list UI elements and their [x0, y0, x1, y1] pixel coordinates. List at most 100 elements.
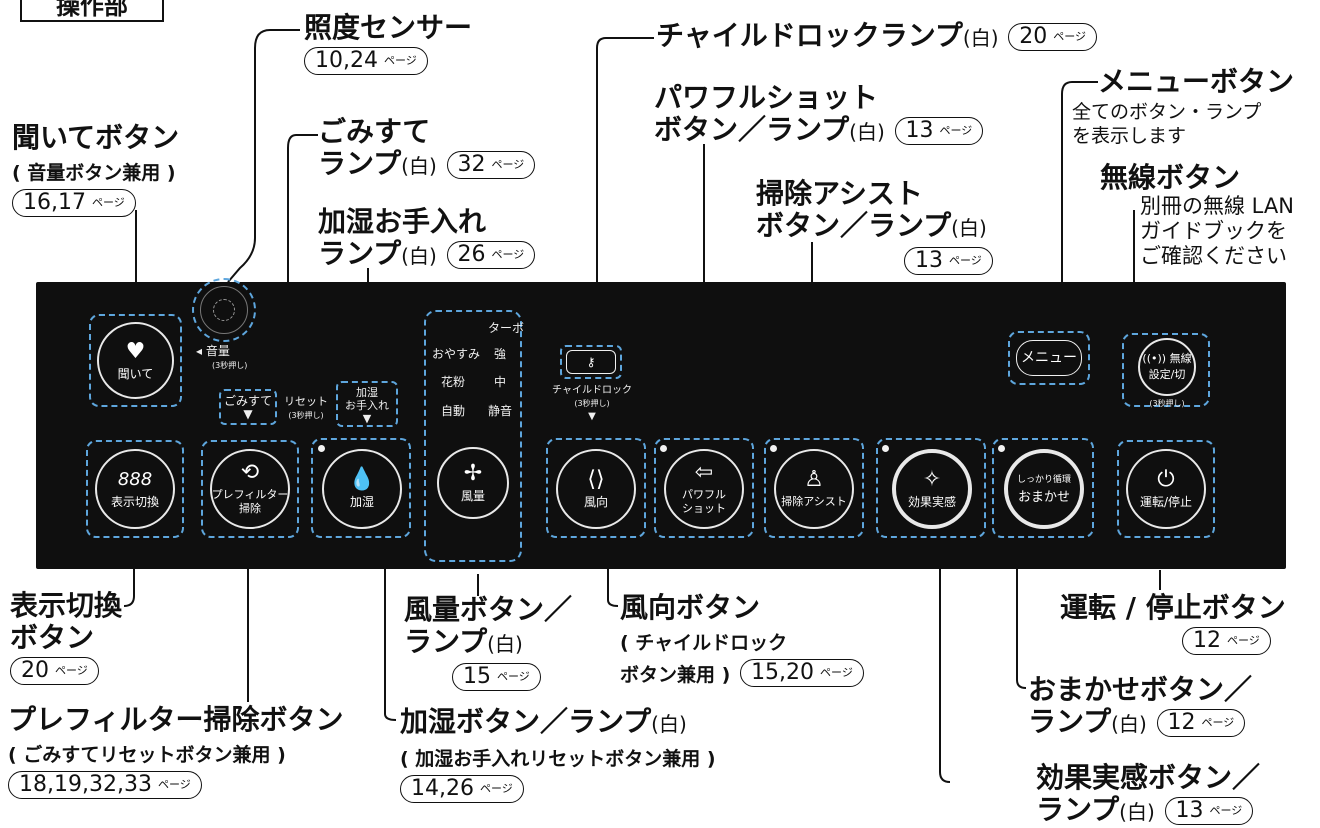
powerful-shot-button[interactable]: ⇦ パワフル ショット	[664, 449, 744, 529]
fan-mode-pollen: 花粉	[441, 375, 466, 389]
digits-icon: 888	[117, 469, 153, 490]
menu-button[interactable]: メニュー	[1016, 340, 1082, 376]
humidify-lamp	[318, 445, 325, 452]
effect-button[interactable]: ✧ 効果実感	[892, 449, 972, 529]
fan-speed-button[interactable]: ✢ 風量	[437, 447, 509, 519]
key-icon: ⚷	[586, 355, 596, 369]
display-switch-button[interactable]: 888 表示切換	[95, 449, 175, 529]
highlight-child-lock-lamp	[560, 345, 622, 379]
highlight-illuminance-sensor	[192, 278, 256, 342]
run-stop-button[interactable]: ⏻ 運転/停止	[1126, 449, 1206, 529]
child-lock-label: チャイルドロック(3秒押し)▼	[552, 385, 632, 422]
cleaning-person-icon: ♙	[804, 467, 824, 492]
humidify-button[interactable]: 💧 加湿	[322, 449, 402, 529]
fan-mode-auto: 自動	[441, 404, 466, 418]
fan-mode-oyasumi: おやすみ	[432, 347, 481, 361]
label-wireless-button: 無線ボタン	[1100, 161, 1241, 194]
highlight-prefilter-clean	[201, 440, 299, 538]
volume-hold-label: (3秒押し)	[212, 361, 248, 370]
highlight-listen	[89, 314, 182, 407]
highlight-dust-lamp	[219, 389, 277, 425]
direction-icon: ⟨⟩	[587, 467, 605, 492]
highlight-effect	[876, 438, 986, 538]
fan-mode-quiet: 静音	[488, 404, 513, 418]
highlight-humidify-care-lamp	[336, 381, 398, 427]
menu-button-desc: 全てのボタン・ランプ を表示します	[1072, 101, 1262, 147]
power-icon: ⏻	[1157, 467, 1175, 492]
powerful-shot-lamp	[660, 445, 667, 452]
section-title: 操作部	[20, 0, 164, 22]
wireless-button[interactable]: ((•)) 無線 設定/切	[1138, 338, 1196, 396]
label-menu-button: メニューボタン	[1098, 65, 1295, 98]
illuminance-sensor	[200, 286, 248, 334]
fan-mode-strong: 強	[494, 347, 507, 361]
cleaning-assist-lamp	[770, 445, 777, 452]
wireless-label: ((•)) 無線	[1142, 352, 1192, 365]
sensor-ring-icon	[213, 299, 235, 321]
cleaning-assist-button[interactable]: ♙ 掃除アシスト	[774, 449, 854, 529]
triangle-down-icon: ▼	[362, 412, 372, 425]
effect-lamp	[882, 445, 889, 452]
omakase-lamp	[998, 445, 1005, 452]
prefilter-clean-button[interactable]: ⟲ プレフィルター 掃除	[210, 449, 290, 529]
powerful-shot-icon: ⇦	[694, 460, 714, 485]
humidify-care-lamp: 加湿お手入れ▼	[345, 386, 389, 425]
highlight-wind-direction	[546, 438, 646, 538]
highlight-omakase	[992, 438, 1094, 538]
label-prefilter-clean: プレフィルター掃除ボタン ( ごみすてリセットボタン兼用 ) 18,19,32,…	[8, 703, 344, 799]
triangle-left-icon: ◂	[196, 344, 206, 358]
wireless-hold-label: (3秒押し)	[1149, 399, 1185, 408]
omakase-button[interactable]: しっかり循環 おまかせ	[1004, 449, 1084, 529]
fan-mode-turbo: ターボ	[488, 321, 525, 335]
highlight-run-stop	[1117, 440, 1215, 538]
triangle-down-icon: ▼	[588, 411, 596, 422]
wireless-button-desc: 別冊の無線 LAN ガイドブックを ご確認ください	[1140, 194, 1294, 268]
highlight-wireless-button	[1122, 333, 1210, 407]
highlight-humidify	[311, 438, 411, 538]
highlight-fan-speed	[424, 310, 522, 562]
triangle-down-icon: ▼	[243, 407, 253, 421]
dust-lamp: ごみすて▼	[224, 394, 273, 421]
volume-label: ◂ 音量	[196, 344, 230, 358]
fan-mode-mid: 中	[494, 375, 507, 389]
water-drop-icon: 💧	[348, 467, 376, 492]
sparkle-icon: ✧	[922, 467, 942, 492]
heart-icon: ♥	[125, 338, 146, 364]
wind-direction-button[interactable]: ⟨⟩ 風向	[556, 449, 636, 529]
listen-button[interactable]: ♥ 聞いて	[97, 322, 174, 399]
child-lock-lamp: ⚷	[566, 350, 616, 374]
wireless-signal-icon: ((•))	[1142, 352, 1170, 365]
highlight-powerful-shot	[654, 438, 754, 538]
reset-label: リセット(3秒押し)	[284, 395, 328, 420]
highlight-cleaning-assist	[764, 438, 864, 538]
prefilter-icon: ⟲	[240, 460, 260, 485]
fan-icon: ✢	[463, 461, 483, 486]
